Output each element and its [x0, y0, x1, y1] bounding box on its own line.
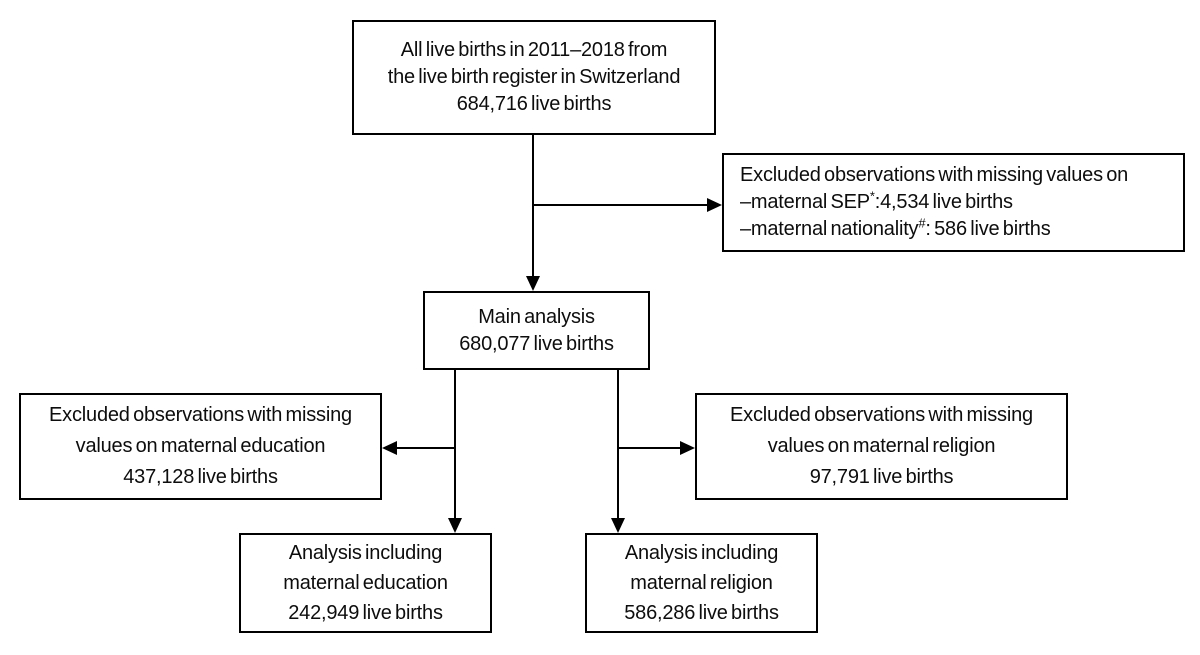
box-line: Excluded observations with missing [730, 404, 1033, 426]
main-analysis-box: Main analysis 680,077 live births [423, 291, 650, 370]
box-line: Analysis including [288, 542, 443, 564]
box-line: maternal education [283, 572, 448, 594]
excluded-religion-box: Excluded observations with missing value… [695, 393, 1068, 500]
analysis-religion-box: Analysis including maternal religion 586… [585, 533, 818, 633]
box-line: Excluded observations with missing [49, 404, 352, 426]
superscript-hash: # [918, 215, 926, 231]
box-line: 680,077 live births [459, 332, 614, 355]
all-live-births-box: All live births in 2011–2018 from the li… [352, 20, 716, 135]
box-line: 684,716 live births [456, 93, 612, 115]
box-line: –maternal nationality#: 586 live births [740, 215, 1051, 240]
arrowhead-right-excluded-religion-icon [680, 441, 695, 455]
box-line: All live births in 2011–2018 from [400, 39, 668, 61]
box-line: maternal religion [630, 572, 773, 594]
box-line: –maternal SEP*:4,534 live births [740, 188, 1013, 213]
arrowhead-down-analysis-education-icon [448, 518, 462, 533]
analysis-education-box: Analysis including maternal education 24… [239, 533, 492, 633]
box-line: Main analysis [478, 305, 595, 328]
box-line: 586,286 live births [624, 602, 779, 624]
superscript-asterisk: * [869, 188, 875, 204]
excluded-education-box: Excluded observations with missing value… [19, 393, 382, 500]
arrowhead-down-analysis-religion-icon [611, 518, 625, 533]
box-line: 242,949 live births [288, 602, 443, 624]
excluded-missing-sep-box: Excluded observations with missing value… [722, 153, 1185, 252]
box-line: the live birth register in Switzerland [387, 66, 681, 88]
box-line: Excluded observations with missing value… [740, 164, 1129, 186]
box-line: Analysis including [624, 542, 779, 564]
box-line: values on maternal education [75, 435, 326, 457]
box-line: 437,128 live births [123, 466, 278, 488]
box-line: 97,791 live births [809, 466, 954, 488]
arrowhead-right-excluded-sep-icon [707, 198, 722, 212]
arrowhead-down-main-icon [526, 276, 540, 291]
box-line: values on maternal religion [767, 435, 996, 457]
arrowhead-left-excluded-education-icon [382, 441, 397, 455]
